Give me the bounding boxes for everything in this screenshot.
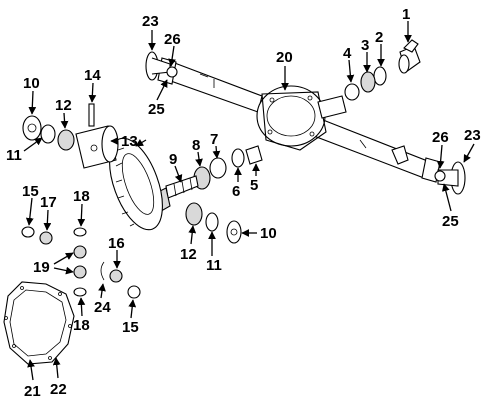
callout-16: 16 bbox=[108, 235, 125, 252]
pinion-race bbox=[209, 157, 227, 179]
callout-10-left: 10 bbox=[23, 75, 40, 92]
callout-13: 13 bbox=[121, 133, 138, 150]
ring-gear bbox=[109, 137, 163, 231]
bearing-race bbox=[344, 83, 360, 101]
callout-11-left: 11 bbox=[6, 147, 22, 164]
axle-housing bbox=[157, 57, 441, 183]
callout-10-right: 10 bbox=[260, 225, 277, 242]
cross-pin bbox=[88, 103, 95, 127]
pinion-seal bbox=[373, 66, 387, 86]
callout-7: 7 bbox=[210, 131, 218, 148]
side-gear-right bbox=[109, 269, 123, 283]
differential-case bbox=[75, 125, 119, 169]
callout-25-right: 25 bbox=[442, 213, 459, 230]
carrier-shim-left bbox=[22, 115, 42, 141]
pinion-bearing bbox=[360, 71, 376, 93]
pinion-shim bbox=[231, 148, 245, 168]
callout-labels: 1 2 3 4 5 6 7 8 9 10 11 12 10 12 11 14 1… bbox=[6, 6, 481, 400]
c-clip bbox=[100, 261, 105, 281]
callout-18-bottom: 18 bbox=[73, 317, 90, 334]
leader-lines bbox=[23, 21, 475, 381]
callout-15-right: 15 bbox=[122, 319, 139, 336]
carrier-bearing-right bbox=[185, 202, 203, 226]
carrier-race-right bbox=[205, 212, 219, 232]
callout-8: 8 bbox=[192, 137, 200, 154]
callout-21: 21 bbox=[24, 383, 41, 400]
diff-pinion-top bbox=[73, 245, 87, 259]
callout-5: 5 bbox=[250, 177, 258, 194]
callout-9: 9 bbox=[169, 151, 177, 168]
callout-17: 17 bbox=[40, 194, 57, 211]
callout-14: 14 bbox=[84, 67, 101, 84]
pinion-washer-bottom bbox=[73, 287, 87, 297]
carrier-bearing-left bbox=[57, 129, 75, 151]
pinion-yoke bbox=[398, 39, 421, 74]
callout-12-left: 12 bbox=[55, 97, 72, 114]
callout-23-right: 23 bbox=[464, 127, 481, 144]
callout-4: 4 bbox=[343, 45, 352, 62]
right-axle-shaft bbox=[434, 161, 466, 195]
thrust-washer-right bbox=[127, 285, 141, 299]
callout-18-top: 18 bbox=[73, 188, 90, 205]
callout-23-left: 23 bbox=[142, 13, 159, 30]
callout-15-left: 15 bbox=[22, 183, 39, 200]
callout-26-right: 26 bbox=[432, 129, 449, 146]
carrier-race-left bbox=[40, 124, 56, 144]
thrust-washer-left bbox=[21, 226, 35, 238]
diff-pinion-bottom bbox=[73, 265, 87, 279]
carrier-shim-right bbox=[226, 220, 242, 244]
callout-1: 1 bbox=[402, 6, 410, 23]
callout-6: 6 bbox=[232, 183, 240, 200]
callout-19: 19 bbox=[33, 259, 50, 276]
callout-2: 2 bbox=[375, 29, 383, 46]
callout-3: 3 bbox=[361, 37, 369, 54]
callout-22: 22 bbox=[50, 381, 67, 398]
callout-20: 20 bbox=[276, 49, 293, 66]
callout-24: 24 bbox=[94, 299, 111, 316]
side-gear-left bbox=[39, 231, 53, 245]
pinion-washer-top bbox=[73, 227, 87, 237]
callout-11-right: 11 bbox=[206, 257, 222, 274]
callout-26-left: 26 bbox=[164, 31, 181, 48]
callout-25-left: 25 bbox=[148, 101, 165, 118]
callout-12-right: 12 bbox=[180, 246, 197, 263]
differential-cover bbox=[3, 281, 75, 365]
left-axle-shaft bbox=[145, 51, 178, 81]
collapsible-spacer bbox=[245, 145, 263, 165]
